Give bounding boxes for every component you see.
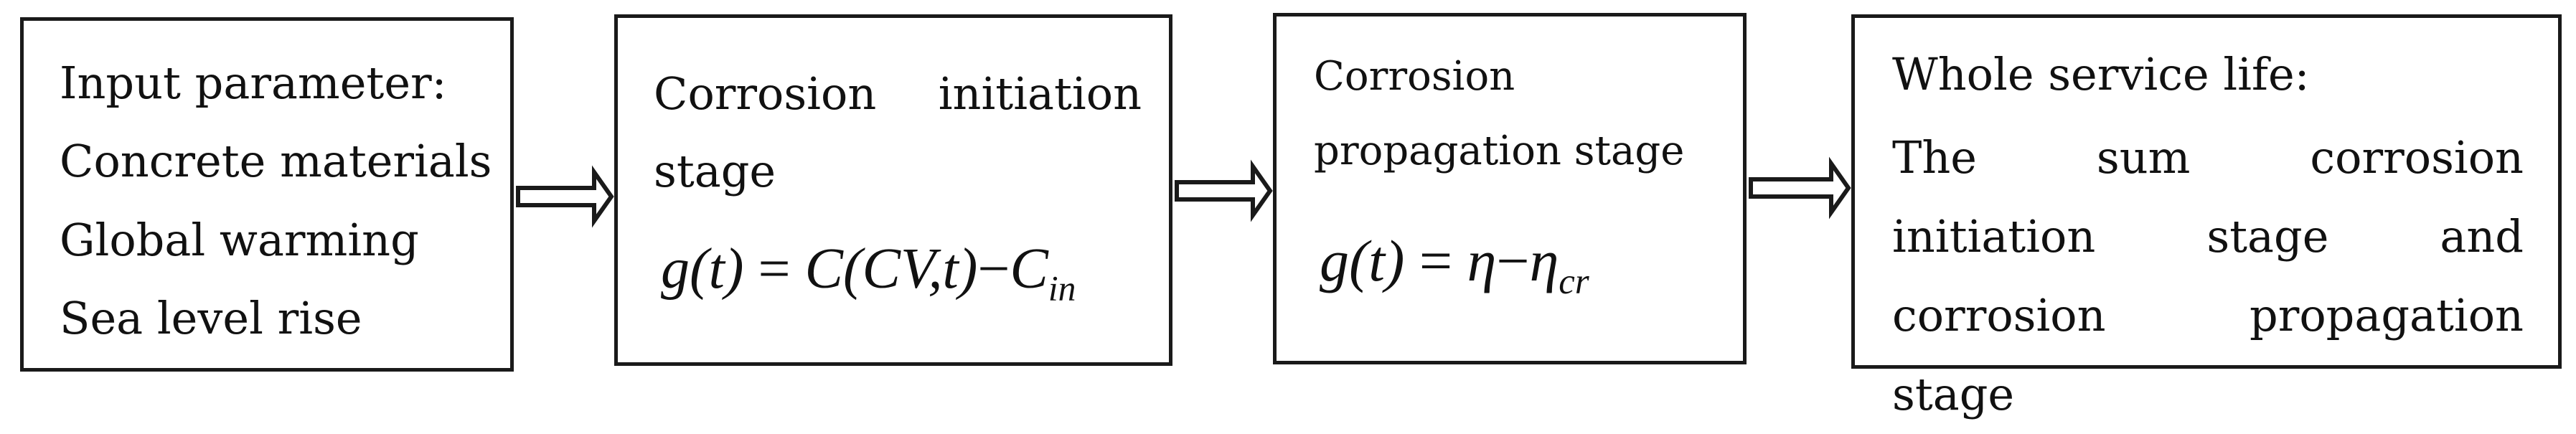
formula-term1: η bbox=[1467, 228, 1497, 293]
initiation-limit-state-formula: g(t) = C(CV,t)−Cin bbox=[661, 240, 1076, 306]
global-warming-item: Global warming bbox=[60, 214, 419, 266]
hollow-right-arrow-icon bbox=[1749, 156, 1851, 220]
input-parameter-box: Input parameter: Concrete materials Glob… bbox=[20, 17, 514, 372]
whole-service-life-description: The sum corrosion initiation stage and c… bbox=[1892, 131, 2524, 420]
concrete-materials-item: Concrete materials bbox=[60, 135, 492, 187]
formula-term2: η bbox=[1529, 228, 1559, 293]
propagation-limit-state-formula: g(t) = η−ηcr bbox=[1320, 232, 1589, 300]
formula-lhs: g(t) bbox=[661, 237, 744, 301]
sea-level-rise-item: Sea level rise bbox=[60, 292, 362, 344]
corrosion-initiation-box: Corrosion initiation stage g(t) = C(CV,t… bbox=[614, 14, 1172, 366]
formula-minus: − bbox=[1496, 228, 1530, 293]
formula-term2-subscript: cr bbox=[1559, 260, 1589, 301]
formula-equals: = bbox=[758, 237, 791, 301]
corrosion-propagation-box: Corrosion propagation stage g(t) = η−ηcr bbox=[1273, 13, 1747, 364]
input-parameter-heading: Input parameter: bbox=[60, 57, 447, 109]
whole-service-life-heading: Whole service life: bbox=[1892, 48, 2310, 100]
formula-term2-subscript: in bbox=[1048, 268, 1076, 308]
hollow-right-arrow-icon bbox=[516, 165, 614, 228]
formula-term1: C(CV,t) bbox=[804, 237, 978, 301]
formula-equals: = bbox=[1419, 228, 1453, 293]
formula-lhs: g(t) bbox=[1320, 228, 1405, 293]
corrosion-initiation-heading: Corrosion initiation stage bbox=[654, 67, 1142, 197]
corrosion-propagation-heading-line2: propagation stage bbox=[1314, 128, 1685, 174]
hollow-right-arrow-icon bbox=[1175, 159, 1273, 222]
formula-term2: C bbox=[1010, 237, 1048, 301]
formula-minus: − bbox=[977, 237, 1010, 301]
corrosion-propagation-heading-line1: Corrosion bbox=[1314, 53, 1515, 100]
whole-service-life-box: Whole service life: The sum corrosion in… bbox=[1851, 14, 2562, 420]
